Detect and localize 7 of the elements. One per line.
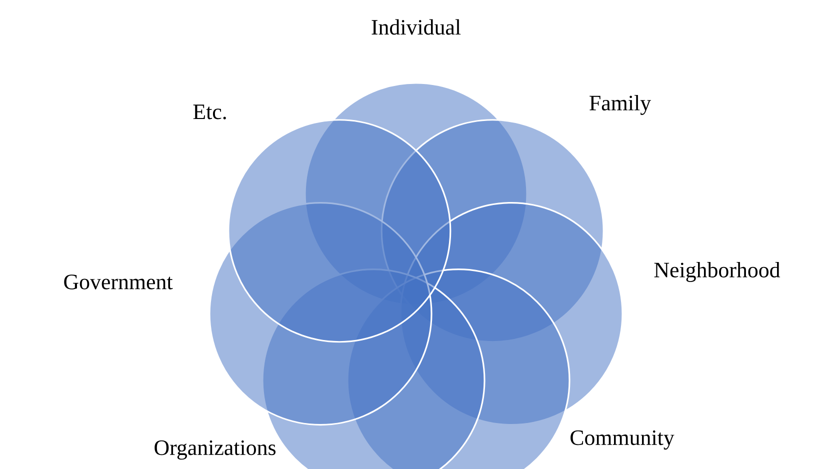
- circle-label: Neighborhood: [654, 262, 780, 282]
- circle-label: Community: [570, 430, 674, 450]
- circle-label: Etc.: [193, 104, 226, 120]
- circle-label: Organizations: [154, 440, 276, 460]
- circle-label: Family: [590, 95, 651, 115]
- circle-label: Government: [64, 274, 173, 290]
- circle-label: Individual: [372, 19, 461, 35]
